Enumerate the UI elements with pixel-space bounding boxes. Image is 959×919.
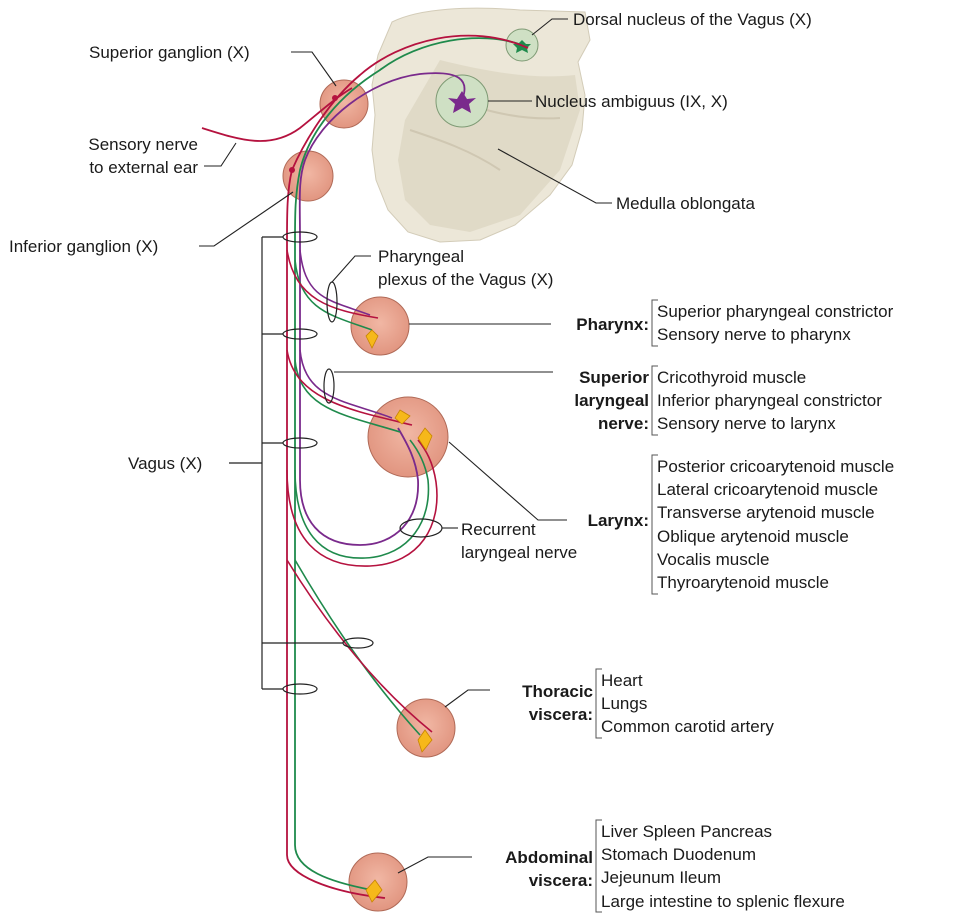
sup-laryngeal-heading-line-3: nerve: [540, 412, 649, 435]
larynx-list: Posterior cricoarytenoid muscle Lateral … [657, 455, 894, 594]
abdominal-heading-line-2: viscera: [460, 869, 593, 892]
abdominal-item: Large intestine to splenic flexure [601, 890, 845, 913]
dorsal-nucleus-label: Dorsal nucleus of the Vagus (X) [573, 8, 812, 31]
pharyngeal-plexus-label: Pharyngeal plexus of the Vagus (X) [378, 245, 553, 291]
inferior-ganglion-label: Inferior ganglion (X) [9, 235, 158, 258]
larynx-item: Thyroarytenoid muscle [657, 571, 894, 594]
sup-laryngeal-item: Cricothyroid muscle [657, 366, 882, 389]
leader-pharyngeal-plexus [332, 256, 371, 282]
thoracic-heading-line-1: Thoracic [480, 680, 593, 703]
larynx-item: Transverse arytenoid muscle [657, 501, 894, 524]
abdominal-item: Stomach Duodenum [601, 843, 845, 866]
thoracic-item: Heart [601, 669, 774, 692]
abdominal-heading-line-1: Abdominal [460, 846, 593, 869]
sup-laryngeal-heading: Superior laryngeal nerve: [540, 366, 649, 435]
pharynx-heading: Pharynx: [548, 313, 649, 336]
pharynx-list: Superior pharyngeal constrictor Sensory … [657, 300, 893, 346]
medulla-label: Medulla oblongata [616, 192, 755, 215]
medulla-oblongata-shape [372, 8, 590, 242]
superior-ganglion-cell [332, 95, 338, 101]
nucleus-ambiguus-label: Nucleus ambiguus (IX, X) [535, 90, 728, 113]
pharyngeal-plexus-line-2: plexus of the Vagus (X) [378, 268, 553, 291]
larynx-target [368, 397, 448, 477]
sup-laryngeal-list: Cricothyroid muscle Inferior pharyngeal … [657, 366, 882, 436]
superior-ganglion-label: Superior ganglion (X) [89, 41, 250, 64]
sup-laryngeal-marker [324, 369, 334, 403]
larynx-item: Posterior cricoarytenoid muscle [657, 455, 894, 478]
inferior-ganglion-cell [289, 167, 295, 173]
vagus-label: Vagus (X) [128, 452, 202, 475]
sensory-nerve-ear-line-2: to external ear [46, 156, 198, 179]
abdominal-item: Jejeunum Ileum [601, 866, 845, 889]
thoracic-item: Common carotid artery [601, 715, 774, 738]
pharynx-item: Sensory nerve to pharynx [657, 323, 893, 346]
sensory-nerve-ear-line-1: Sensory nerve [46, 133, 198, 156]
abdominal-target [349, 853, 407, 911]
abdominal-heading: Abdominal viscera: [460, 846, 593, 892]
larynx-heading: Larynx: [548, 509, 649, 532]
pharynx-item: Superior pharyngeal constrictor [657, 300, 893, 323]
larynx-item: Vocalis muscle [657, 548, 894, 571]
leader-superior-ganglion [291, 52, 336, 86]
abdominal-item: Liver Spleen Pancreas [601, 820, 845, 843]
pharyngeal-plexus-line-1: Pharyngeal [378, 245, 553, 268]
sup-laryngeal-item: Sensory nerve to larynx [657, 412, 882, 435]
thoracic-item: Lungs [601, 692, 774, 715]
thoracic-heading-line-2: viscera: [480, 703, 593, 726]
sup-laryngeal-item: Inferior pharyngeal constrictor [657, 389, 882, 412]
leader-inferior-ganglion [199, 192, 293, 246]
larynx-item: Oblique arytenoid muscle [657, 525, 894, 548]
abdominal-list: Liver Spleen Pancreas Stomach Duodenum J… [601, 820, 845, 913]
trunk-section-marker-4 [283, 684, 317, 694]
larynx-item: Lateral cricoarytenoid muscle [657, 478, 894, 501]
sup-laryngeal-heading-line-1: Superior [540, 366, 649, 389]
recurrent-line-2: laryngeal nerve [461, 541, 577, 564]
sup-laryngeal-heading-line-2: laryngeal [540, 389, 649, 412]
thoracic-heading: Thoracic viscera: [480, 680, 593, 726]
leader-sensory-ear [204, 143, 236, 166]
thoracic-list: Heart Lungs Common carotid artery [601, 669, 774, 739]
sensory-nerve-ear-label: Sensory nerve to external ear [46, 133, 198, 179]
superior-ganglion-marker [320, 80, 368, 128]
